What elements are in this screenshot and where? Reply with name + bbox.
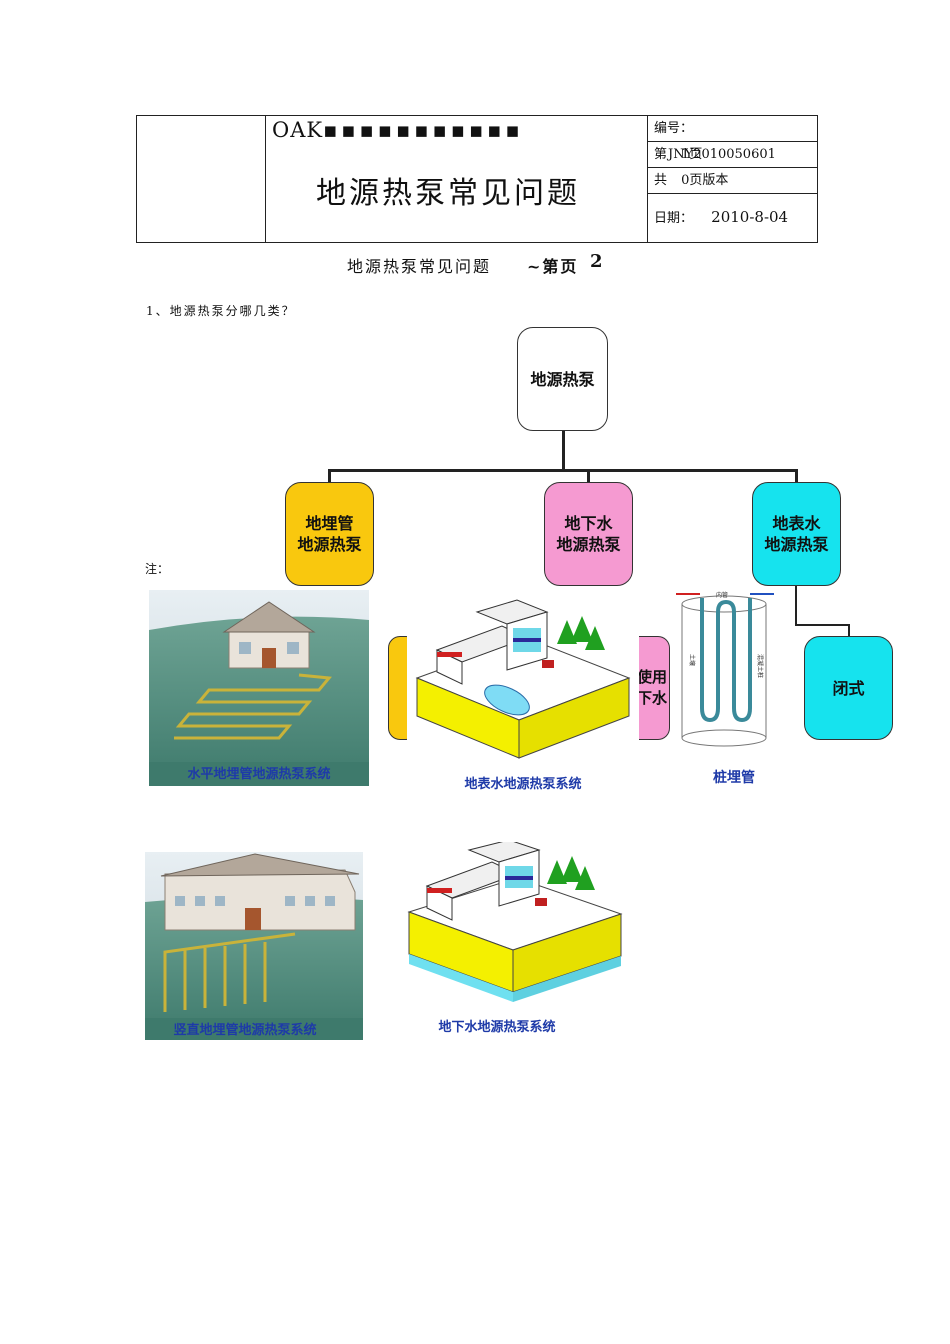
surface-water-image: 地表水地源热泵系统 — [407, 598, 639, 808]
company-name: OAK▪▪▪▪▪▪▪▪▪▪▪ — [272, 118, 524, 142]
subheader-number: 2 — [590, 251, 605, 272]
connector-closed — [848, 624, 850, 636]
horizontal-loop-illustration: 水平地埋管地源热泵系统 — [149, 590, 369, 786]
caption-surface: 地表水地源热泵系统 — [464, 776, 581, 792]
version-value: 0页版本 — [681, 173, 729, 188]
logo-cell — [137, 116, 266, 242]
connector-root — [562, 431, 565, 471]
pile-label-right: 混凝土桩 — [756, 654, 764, 678]
doc-title: 地源热泵常见问题 — [316, 176, 580, 211]
page-row: 第 1页 — [648, 142, 818, 168]
caption-horizontal: 水平地埋管地源热泵系统 — [187, 766, 330, 782]
date-label: 日期： — [654, 211, 694, 226]
header-table: 编号： JNY2010050601 第 1页 共 0页版本 日期： 2010-8… — [136, 115, 818, 243]
node-closed-loop: 闭式 — [804, 636, 893, 740]
surface-water-illustration: 地表水地源热泵系统 — [407, 598, 639, 808]
connector-bar — [328, 469, 798, 472]
node-ground-loop: 地埋管地源热泵 — [285, 482, 374, 586]
root-node: 地源热泵 — [517, 327, 608, 431]
subheader-title: 地源热泵常见问题 — [347, 257, 492, 276]
pile-label-top: 内管 — [716, 591, 728, 599]
doc-number-label: 编号： — [654, 121, 694, 136]
vertical-loop-image: 竖直地埋管地源热泵系统 — [145, 852, 363, 1040]
vertical-loop-illustration: 竖直地埋管地源热泵系统 — [145, 852, 363, 1040]
doc-number-row: 编号： JNY2010050601 — [648, 116, 818, 162]
page-value: 1页 — [681, 147, 703, 162]
connector-left — [328, 469, 331, 483]
meta-column: 编号： JNY2010050601 第 1页 共 0页版本 日期： 2010-8… — [647, 116, 818, 242]
groundwater-image: 地下水地源热泵系统 — [407, 842, 627, 1038]
node-groundwater: 地下水地源热泵 — [544, 482, 633, 586]
node-leaf-pink: 使用下水 — [636, 636, 670, 740]
connector-right-down — [795, 585, 797, 625]
page-label: 第 — [654, 147, 668, 162]
horizontal-loop-image: 水平地埋管地源热泵系统 — [149, 590, 369, 786]
doc-number: JNY2010050601 — [668, 147, 776, 162]
connector-right-bar — [795, 624, 850, 626]
caption-groundwater: 地下水地源热泵系统 — [438, 1019, 555, 1035]
caption-pile: 桩埋管 — [713, 769, 755, 786]
version-label: 共 — [654, 173, 668, 188]
connector-right — [795, 469, 798, 483]
caption-vertical: 竖直地埋管地源热泵系统 — [173, 1022, 316, 1038]
note-label: 注： — [145, 562, 170, 576]
connector-mid — [587, 469, 590, 483]
question-heading: 1、地源热泵分哪几类？ — [146, 304, 296, 318]
pile-loop-illustration: 内管 土壤 混凝土桩 桩埋管 — [672, 588, 790, 788]
subheader-page: ~第页 — [527, 257, 579, 276]
version-row: 共 0页版本 — [648, 168, 818, 194]
groundwater-illustration: 地下水地源热泵系统 — [407, 842, 627, 1038]
node-surface-water: 地表水地源热泵 — [752, 482, 841, 586]
pile-loop-image: 内管 土壤 混凝土桩 桩埋管 — [672, 588, 790, 788]
pile-label-left: 土壤 — [688, 654, 696, 666]
date-row: 日期： 2010-8-04 — [648, 194, 818, 242]
date-value: 2010-8-04 — [711, 208, 789, 226]
